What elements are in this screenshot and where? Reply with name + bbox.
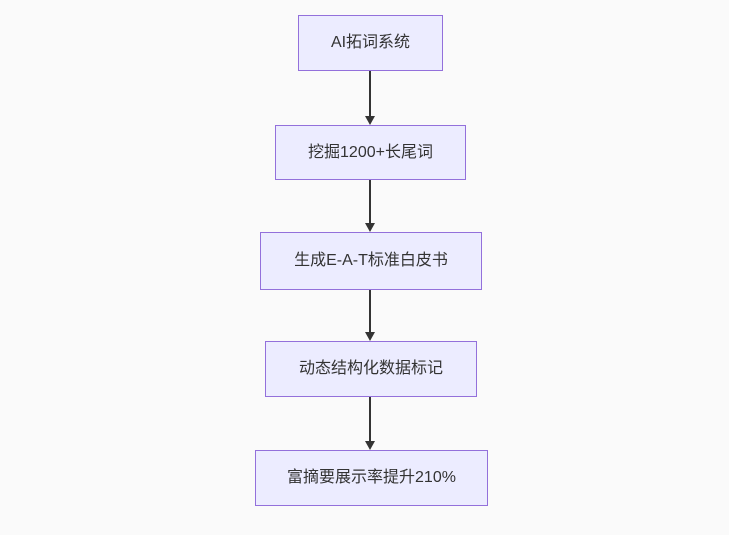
arrowhead-down-icon	[365, 223, 375, 232]
node-label: 富摘要展示率提升210%	[287, 469, 456, 487]
flowchart-node-ai-word-expansion-system: AI拓词系统	[298, 15, 443, 71]
edge-line	[369, 397, 371, 442]
arrowhead-down-icon	[365, 441, 375, 450]
edge-line	[369, 180, 371, 224]
node-label: 生成E-A-T标准白皮书	[294, 252, 448, 270]
edge-line	[369, 71, 371, 117]
node-label: 动态结构化数据标记	[298, 360, 443, 378]
arrowhead-down-icon	[365, 116, 375, 125]
edge-line	[369, 290, 371, 333]
node-label: AI拓词系统	[330, 34, 411, 52]
flowchart-node-generate-eat-whitepaper: 生成E-A-T标准白皮书	[260, 232, 482, 290]
flowchart-node-rich-snippet-rate-increase: 富摘要展示率提升210%	[255, 450, 488, 506]
arrowhead-down-icon	[365, 332, 375, 341]
flowchart-node-dynamic-structured-data-markup: 动态结构化数据标记	[265, 341, 477, 397]
node-label: 挖掘1200+长尾词	[308, 143, 433, 161]
flowchart-node-mine-longtail-keywords: 挖掘1200+长尾词	[275, 125, 466, 180]
